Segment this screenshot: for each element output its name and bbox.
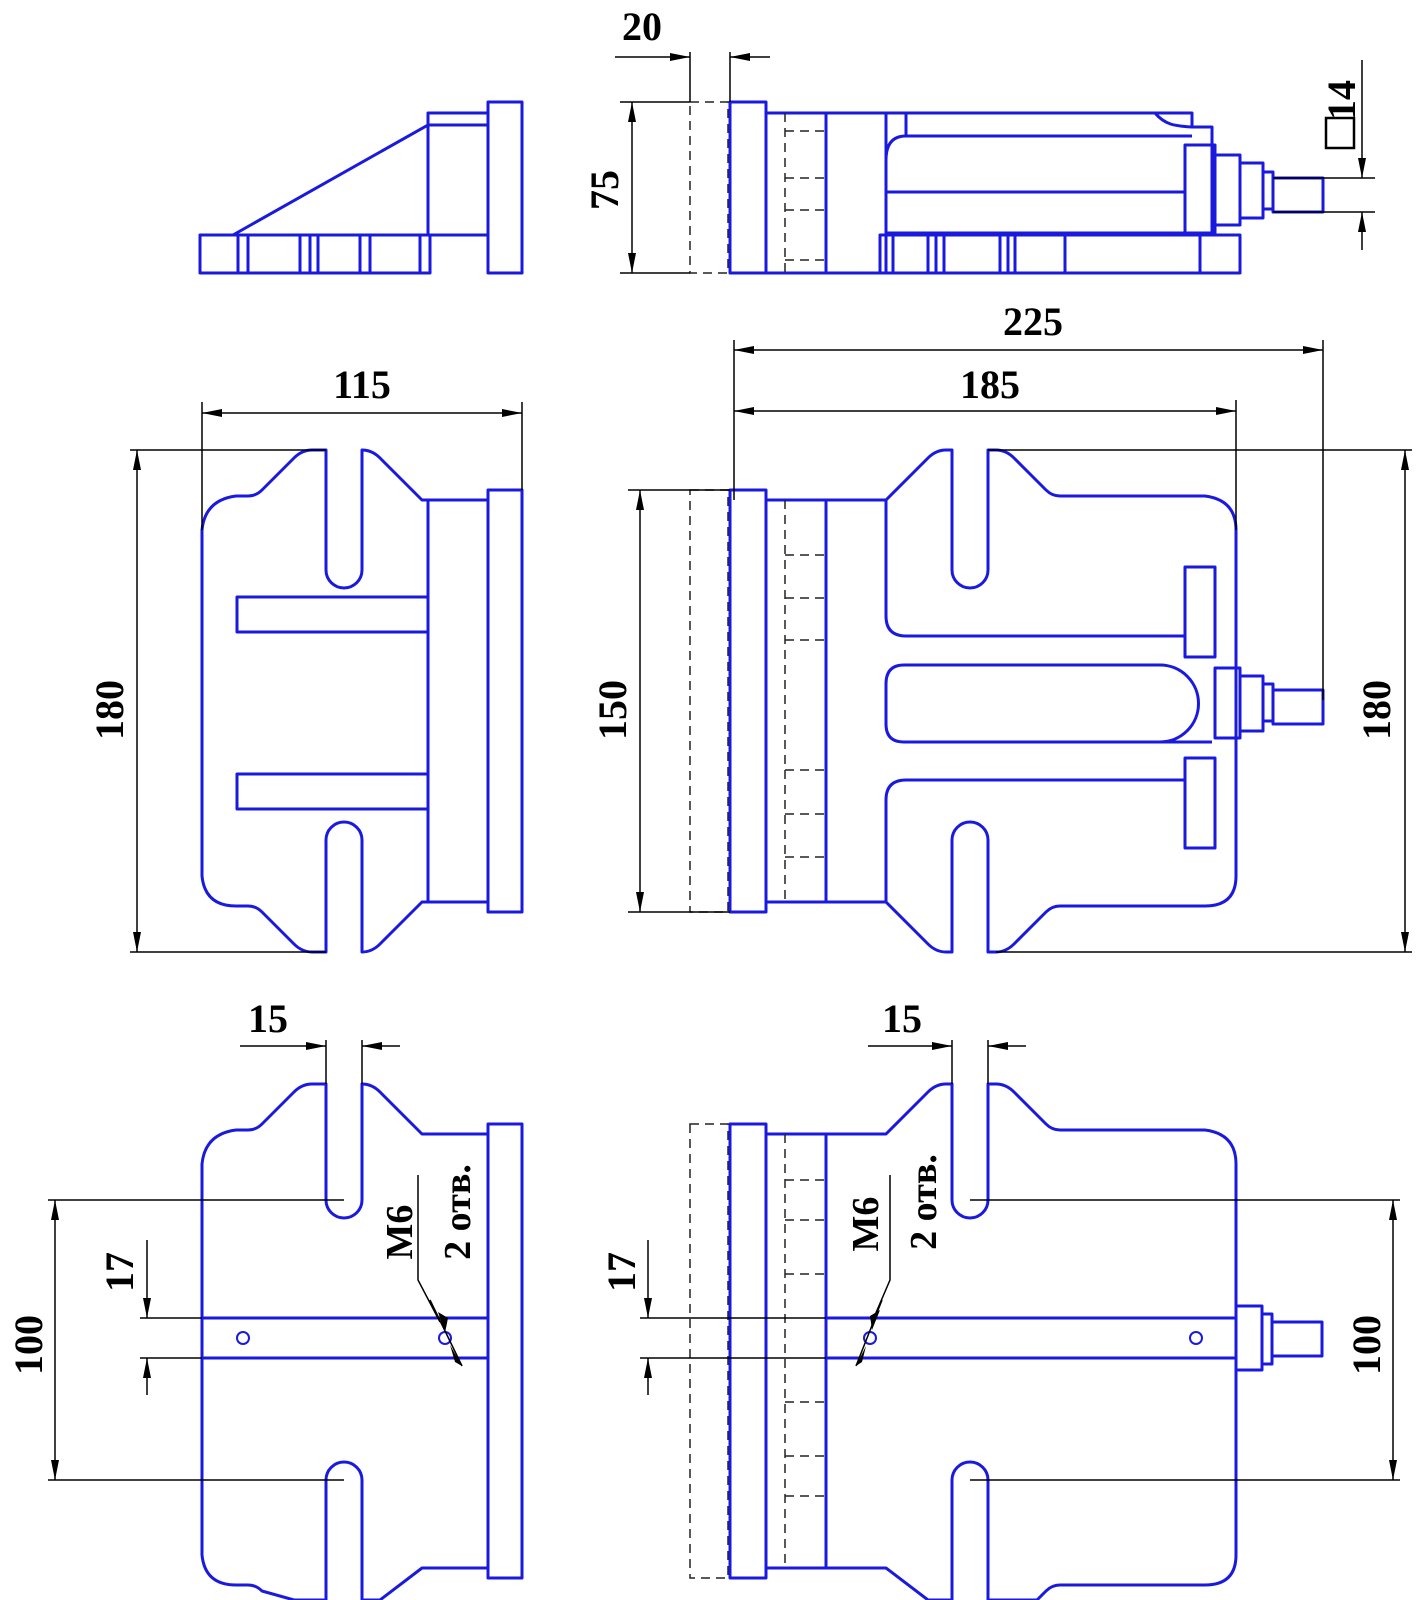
screw-square-end [1271, 688, 1325, 726]
view-side-right [689, 100, 1325, 275]
mounting-hole [1189, 1331, 1203, 1345]
dim-115: 115 [333, 362, 391, 407]
dim-15-right: 15 [882, 996, 922, 1041]
dim-100-right: 100 [1344, 1315, 1389, 1375]
base-outline [200, 1082, 488, 1600]
rib [232, 123, 488, 237]
dim-14: 14 [1319, 80, 1364, 120]
dim-185: 185 [960, 362, 1020, 407]
jaw-phantom [689, 101, 729, 274]
jaw-plate [486, 488, 524, 914]
dim-100-left: 100 [6, 1315, 51, 1375]
dim-180-right: 180 [1354, 680, 1399, 740]
mounting-hole [236, 1331, 250, 1345]
view-bottom-left [200, 1082, 524, 1600]
jaw-plate [728, 1122, 768, 1580]
screw-square-end [1270, 1320, 1324, 1358]
base-outline [200, 448, 488, 954]
view-side-left [198, 100, 524, 275]
holes-label-right: 2 отв. [903, 1154, 945, 1250]
jaw-plate [486, 100, 524, 275]
dim-150: 150 [590, 680, 635, 740]
dim-75: 75 [582, 170, 627, 210]
dim-17-left: 17 [97, 1252, 142, 1292]
view-bottom-right [689, 1082, 1324, 1600]
dim-225: 225 [1003, 299, 1063, 344]
screw-nut [1213, 153, 1242, 227]
thread-label-right: M6 [845, 1197, 887, 1252]
dim-15-left: 15 [248, 996, 288, 1041]
thread-label-left: M6 [379, 1205, 421, 1260]
holes-label-left: 2 отв. [437, 1164, 479, 1260]
jaw-plate [486, 1122, 524, 1580]
dim-180-left: 180 [87, 680, 132, 740]
body-outline [826, 1082, 1238, 1600]
dimension-lines [48, 52, 1412, 1481]
jaw-plate [728, 100, 768, 275]
dimension-labels: 20 75 14 225 185 115 180 150 180 15 15 1… [6, 4, 1399, 1375]
view-top-right [689, 448, 1325, 954]
screw-square-end [1271, 176, 1325, 214]
jaw-plate [728, 488, 768, 914]
jaw-body [426, 111, 490, 237]
view-top-left [200, 448, 524, 954]
dim-20: 20 [622, 4, 662, 49]
base-plate [198, 233, 432, 275]
square-section-symbol-icon [1324, 116, 1356, 150]
body-outline [826, 448, 1238, 954]
dim-17-right: 17 [599, 1252, 644, 1292]
